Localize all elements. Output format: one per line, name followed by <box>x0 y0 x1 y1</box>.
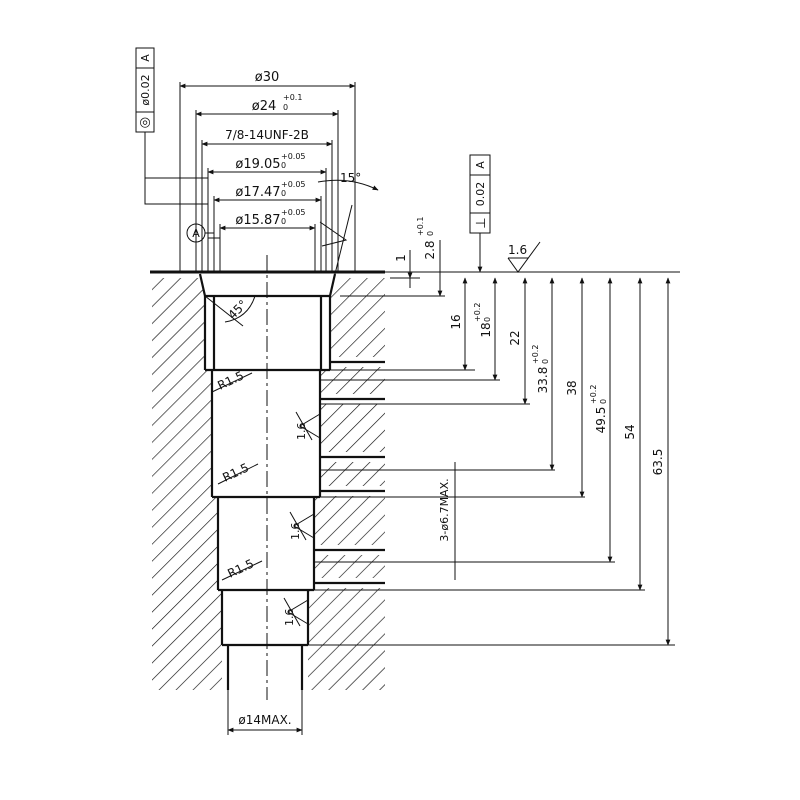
concentricity-value: ø0.02 <box>139 74 152 105</box>
dim-63-5: 63.5 <box>651 449 665 476</box>
roughness-1: 1.6 <box>295 423 308 441</box>
angle-45-label: 45° <box>225 297 250 322</box>
dim-holes: 3-ø6.7MAX. <box>438 478 451 541</box>
dim-16: 16 <box>449 314 463 329</box>
dim-18: 18 <box>479 322 493 337</box>
dim-22: 22 <box>508 330 522 345</box>
dim-d19-tol-low: 0 <box>281 161 286 170</box>
roughness-surface-value: 1.6 <box>508 243 527 257</box>
top-dimensions: ø30 ø24 +0.1 0 7/8-14UNF-2B ø19.05 +0.05… <box>179 70 379 275</box>
dim-d24-tol-up: +0.1 <box>283 93 302 102</box>
datum-a-marker: A <box>186 223 220 243</box>
roughness-2: 1.6 <box>289 523 302 541</box>
dim-d30: ø30 <box>255 70 280 85</box>
dim-d17: ø17.47 <box>235 185 280 200</box>
roughness-internal: 1.6 1.6 1.6 <box>283 411 321 627</box>
dim-33-8: 33.8 <box>536 367 550 394</box>
side-holes <box>314 360 385 585</box>
dim-38: 38 <box>565 380 579 395</box>
roughness-surface: 1.6 <box>507 241 541 273</box>
dim-d19: ø19.05 <box>235 157 280 172</box>
concentricity-symbol: ◎ <box>139 115 150 130</box>
dim-d15: ø15.87 <box>235 213 280 228</box>
perpendicularity-symbol: ⊥ <box>474 217 489 228</box>
angle-15: 15° <box>340 171 361 185</box>
perpendicularity-frame: A 0.02 ⊥ <box>469 154 491 273</box>
dim-2-8-tol-low: 0 <box>426 231 435 236</box>
material-hatching <box>152 278 390 690</box>
concentricity-frame: ◎ ø0.02 A <box>135 47 208 205</box>
depth-dimensions: 1 2.8 +0.1 0 16 18 +0.2 0 22 33.8 +0.2 0… <box>308 217 675 646</box>
dim-d19-tol-up: +0.05 <box>281 152 306 161</box>
dim-2-8-tol-up: +0.1 <box>416 217 425 236</box>
dim-49-5-tol-up: +0.2 <box>589 385 598 404</box>
dim-d24: ø24 <box>252 99 277 114</box>
angle-45: 45° <box>204 295 256 327</box>
dim-2-8: 2.8 <box>423 240 437 259</box>
dim-d14-max: ø14MAX. <box>238 713 291 727</box>
dim-d15-tol-low: 0 <box>281 217 286 226</box>
dim-54: 54 <box>623 424 637 439</box>
roughness-symbol-top <box>319 221 348 247</box>
dim-d17-tol-up: +0.05 <box>281 180 306 189</box>
dim-49-5-tol-low: 0 <box>599 399 608 404</box>
dim-1: 1 <box>394 254 408 262</box>
dim-18-tol-low: 0 <box>483 317 492 322</box>
dim-49-5: 49.5 <box>594 407 608 434</box>
perpendicularity-value: 0.02 <box>474 182 487 207</box>
roughness-3: 1.6 <box>283 609 296 627</box>
dim-d15-tol-up: +0.05 <box>281 208 306 217</box>
radius-3: R1.5 <box>225 556 256 580</box>
dim-33-8-tol-up: +0.2 <box>531 345 540 364</box>
datum-a-label: A <box>192 227 200 240</box>
concentricity-datum: A <box>139 54 152 62</box>
dim-33-8-tol-low: 0 <box>541 359 550 364</box>
perpendicularity-datum: A <box>474 161 487 169</box>
dim-d17-tol-low: 0 <box>281 189 286 198</box>
bottom-dimension: ø14MAX. <box>227 690 303 735</box>
dim-thread: 7/8-14UNF-2B <box>225 128 309 142</box>
cavity-outline <box>150 255 680 700</box>
radius-2: R1.5 <box>220 460 251 484</box>
radius-1: R1.5 <box>215 368 246 392</box>
radius-callouts: R1.5 R1.5 R1.5 <box>211 368 263 581</box>
dim-18-tol-up: +0.2 <box>473 303 482 322</box>
dim-d24-tol-low: 0 <box>283 103 288 112</box>
